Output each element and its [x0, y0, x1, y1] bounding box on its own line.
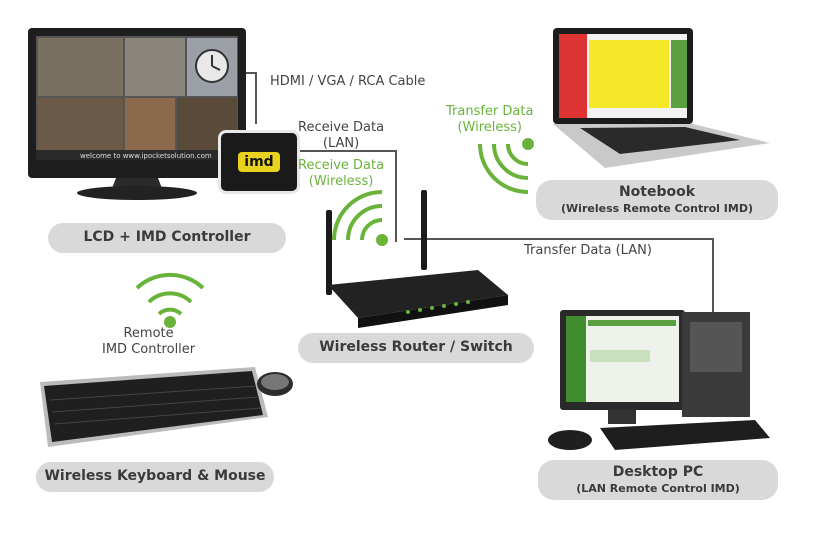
remote-wifi-icon: [135, 272, 205, 328]
desktop-pc-sublabel: (LAN Remote Control IMD): [576, 481, 740, 495]
notebook-image: [553, 28, 770, 168]
lan-receive-line-v: [395, 150, 397, 242]
imd-controller-box: imd: [218, 130, 300, 194]
lan-transfer-line-v: [712, 238, 714, 313]
hdmi-cable-line-h: [243, 72, 257, 74]
imd-logo: imd: [238, 152, 280, 172]
lcd-monitor-image: [28, 28, 246, 200]
desktop-pc-label: Desktop PC: [612, 464, 704, 481]
screen-caption: welcome to www.ipocketsolution.com: [80, 152, 212, 160]
transfer-data-wireless-label: Transfer Data (Wireless): [446, 104, 534, 136]
receive-data-lan-label: Receive Data (LAN): [298, 120, 385, 152]
desktop-pc-image: [548, 310, 770, 450]
router-pill: Wireless Router / Switch: [298, 333, 534, 363]
notebook-wifi-icon: [478, 138, 534, 194]
router-wifi-icon: [332, 190, 388, 246]
lcd-controller-pill: LCD + IMD Controller: [48, 223, 286, 253]
transfer-data-lan-label: Transfer Data (LAN): [524, 243, 652, 258]
notebook-pill: Notebook (Wireless Remote Control IMD): [536, 180, 778, 220]
lan-transfer-line-h: [404, 238, 714, 240]
desktop-pc-pill: Desktop PC (LAN Remote Control IMD): [538, 460, 778, 500]
remote-imd-controller-label: Remote IMD Controller: [102, 326, 196, 358]
hdmi-cable-label: HDMI / VGA / RCA Cable: [270, 74, 426, 89]
notebook-label: Notebook: [618, 184, 696, 201]
router-image: [326, 190, 508, 328]
keyboard-mouse-image: [40, 367, 293, 447]
lcd-controller-label: LCD + IMD Controller: [83, 229, 251, 246]
notebook-sublabel: (Wireless Remote Control IMD): [561, 201, 753, 215]
receive-data-wireless-label: Receive Data (Wireless): [298, 158, 385, 190]
keyboard-mouse-label: Wireless Keyboard & Mouse: [44, 468, 266, 485]
lan-receive-line-h: [296, 150, 396, 152]
keyboard-mouse-pill: Wireless Keyboard & Mouse: [36, 462, 274, 492]
hdmi-cable-line: [255, 72, 257, 124]
router-label: Wireless Router / Switch: [319, 339, 513, 356]
